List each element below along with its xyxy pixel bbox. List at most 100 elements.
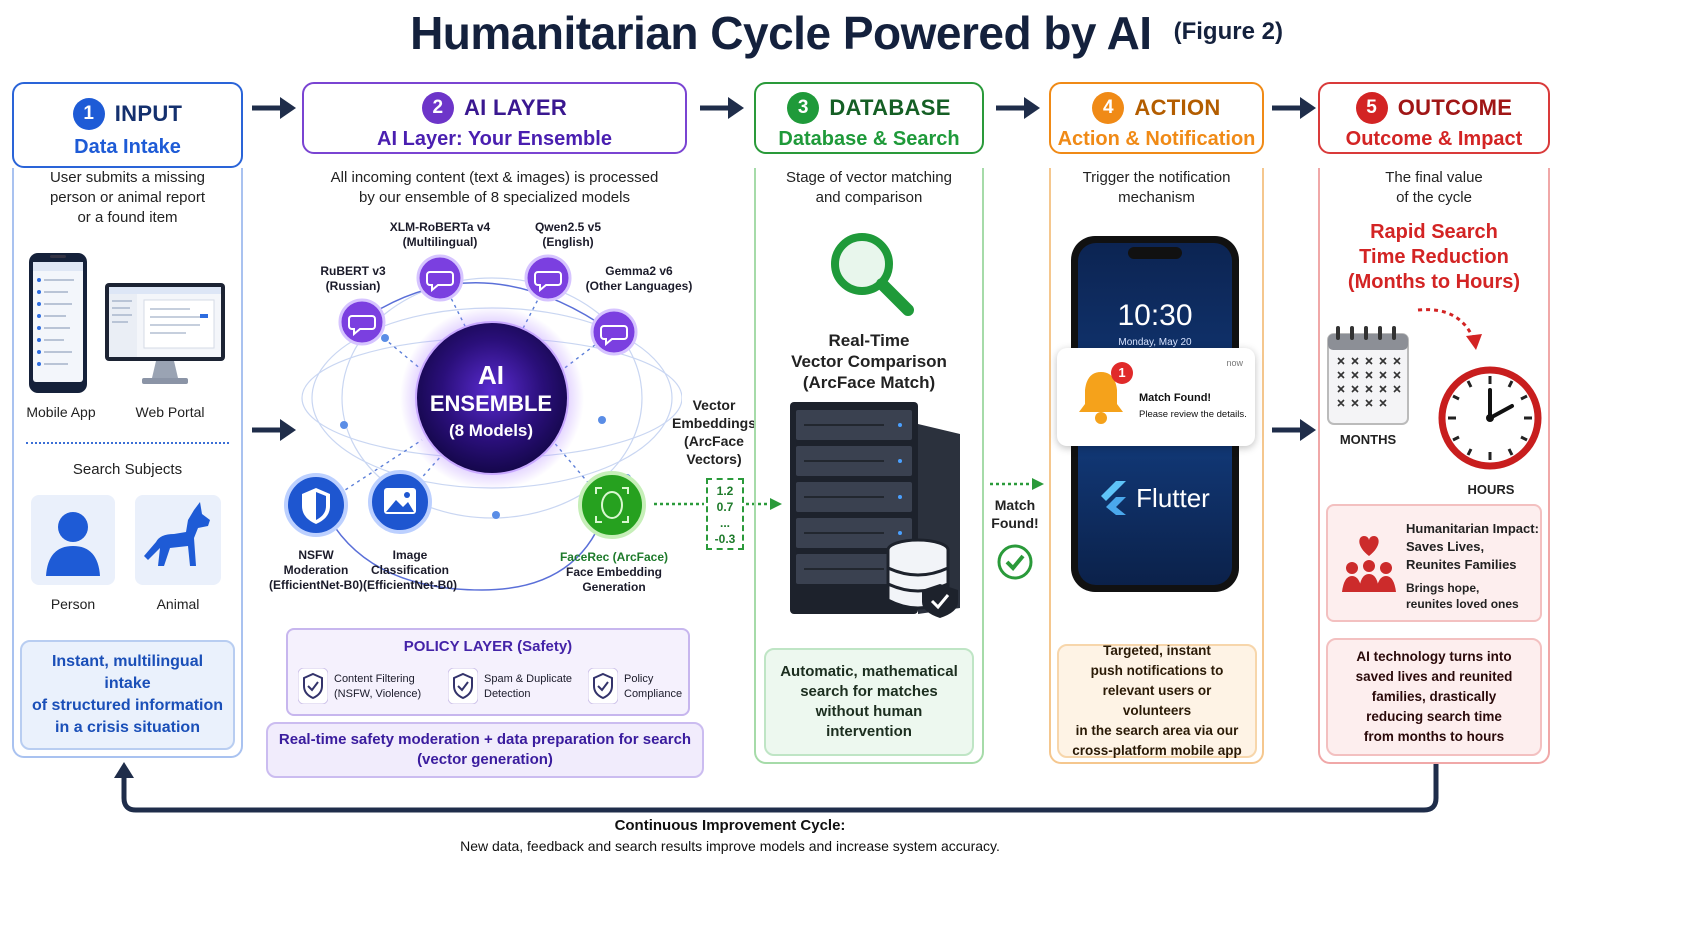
shield-check-icon: [588, 668, 618, 704]
arrow-ai-to-database: [700, 97, 744, 119]
step-badge-1: 1: [72, 98, 105, 130]
animal-icon: [135, 495, 221, 585]
input-note: Instant, multilingual intake of structur…: [20, 640, 235, 750]
outcome-subtitle: Outcome & Impact: [1345, 128, 1523, 150]
outcome-body: [1318, 168, 1550, 764]
notification-badge: 1: [1111, 362, 1133, 384]
impact-title: Humanitarian Impact:Saves Lives,Reunites…: [1406, 521, 1539, 572]
database-label: DATABASE: [829, 95, 951, 120]
title-bar: Humanitarian Cycle Powered by AI (Figure …: [0, 6, 1693, 60]
impact-subtitle: Brings hope,reunites loved ones: [1406, 581, 1519, 611]
shield-check-icon: [298, 668, 328, 704]
server-rack-icon: [790, 402, 960, 614]
calendar-icon: [1327, 326, 1409, 425]
input-label: INPUT: [114, 101, 183, 126]
flutter-label: Flutter: [1136, 482, 1210, 513]
arrow-vector-to-db: [746, 498, 782, 510]
notification-body: Please review the details.: [1139, 409, 1247, 420]
database-shield-icon: [886, 538, 958, 618]
policy-title: POLICY LAYER (Safety): [403, 638, 573, 655]
database-header: 3 DATABASE Database & Search: [754, 82, 984, 154]
database-column: 3 DATABASE Database & Search Stage of ve…: [754, 82, 984, 764]
database-body: [754, 168, 984, 764]
cycle-text: New data, feedback and search results im…: [460, 838, 1000, 854]
impact-box: Humanitarian Impact:Saves Lives,Reunites…: [1326, 504, 1542, 622]
outcome-label: OUTCOME: [1397, 95, 1513, 120]
policy-content-filtering: Content Filtering(NSFW, Violence): [334, 673, 422, 700]
notification-card[interactable]: 1 now Match Found! Please review the det…: [1057, 348, 1255, 446]
action-column: 4 ACTION Action & Notification Trigger t…: [1049, 82, 1264, 764]
bell-icon: [1079, 372, 1123, 424]
step-badge-4: 4: [1092, 92, 1125, 124]
family-heart-icon: [1342, 536, 1396, 592]
notification-time: now: [1226, 358, 1243, 368]
chat-model-nodes: [338, 254, 638, 356]
outcome-column: 5 OUTCOME Outcome & Impact The final val…: [1318, 82, 1550, 764]
mobile-app-icon: [29, 253, 87, 393]
ai-description: All incoming content (text & images) is …: [330, 169, 659, 206]
arrow-input-to-ai-bottom: [252, 419, 296, 441]
flutter-logo-icon: [1101, 481, 1127, 515]
arrow-match-found: [990, 478, 1044, 490]
web-portal-icon: [105, 283, 225, 384]
ai-note: Real-time safety moderation + data prepa…: [266, 722, 704, 778]
shield-check-icon: [448, 668, 478, 704]
months-label: MONTHS: [1339, 432, 1397, 447]
input-body: [12, 168, 243, 758]
hours-label: HOURS: [1467, 482, 1515, 497]
ai-header: 2 AI LAYER AI Layer: Your Ensemble: [302, 82, 687, 154]
action-body: [1049, 168, 1264, 764]
curved-arrow-icon: [1417, 308, 1482, 350]
ensemble-network: [284, 254, 682, 591]
arrow-face-to-vector: [654, 502, 704, 506]
ai-column: 2 AI LAYER AI Layer: Your Ensemble: [302, 82, 687, 156]
magnifier-icon: [831, 233, 914, 316]
divider: [26, 442, 229, 444]
clock-icon: [1438, 366, 1542, 470]
outcome-header: 5 OUTCOME Outcome & Impact: [1318, 82, 1550, 154]
notification-title: Match Found!: [1139, 392, 1212, 404]
person-label: Person: [50, 596, 96, 612]
arrow-action-to-outcome-bottom: [1272, 419, 1316, 441]
arrow-database-to-action: [996, 97, 1040, 119]
action-subtitle: Action & Notification: [1057, 128, 1256, 150]
page-title: Humanitarian Cycle Powered by AI: [410, 7, 1152, 59]
figure-label: (Figure 2): [1173, 18, 1283, 45]
input-header: 1 INPUT Data Intake: [12, 82, 243, 168]
action-header: 4 ACTION Action & Notification: [1049, 82, 1264, 154]
input-description: User submits a missing person or animal …: [49, 169, 206, 226]
mobile-app-label: Mobile App: [26, 404, 96, 420]
model-label-rubert: RuBERT v3(Russian): [320, 264, 386, 293]
ai-label: AI LAYER: [463, 95, 568, 120]
input-column: 1 INPUT Data Intake User submits a missi…: [12, 82, 243, 758]
cycle-arrow: [114, 762, 1439, 813]
search-subjects-title: Search Subjects: [72, 461, 183, 478]
animal-label: Animal: [156, 596, 200, 612]
model-label-gemma: Gemma2 v6(Other Languages): [585, 264, 693, 293]
arrow-action-to-outcome-top: [1272, 97, 1316, 119]
arrow-input-to-ai-top: [252, 97, 296, 119]
action-label: ACTION: [1134, 95, 1221, 120]
ai-core-text: AI ENSEMBLE (8 Models): [429, 360, 553, 440]
web-portal-label: Web Portal: [135, 404, 205, 420]
model-label-qwen: Qwen2.5 v5(English): [534, 220, 602, 249]
check-circle-icon: [997, 544, 1033, 580]
database-subtitle: Database & Search: [778, 128, 960, 150]
ai-subtitle: AI Layer: Your Ensemble: [377, 128, 612, 150]
step-badge-3: 3: [787, 92, 820, 124]
cycle-title: Continuous Improvement Cycle:: [614, 817, 846, 834]
policy-layer: POLICY LAYER (Safety) Content Filtering(…: [286, 628, 690, 716]
